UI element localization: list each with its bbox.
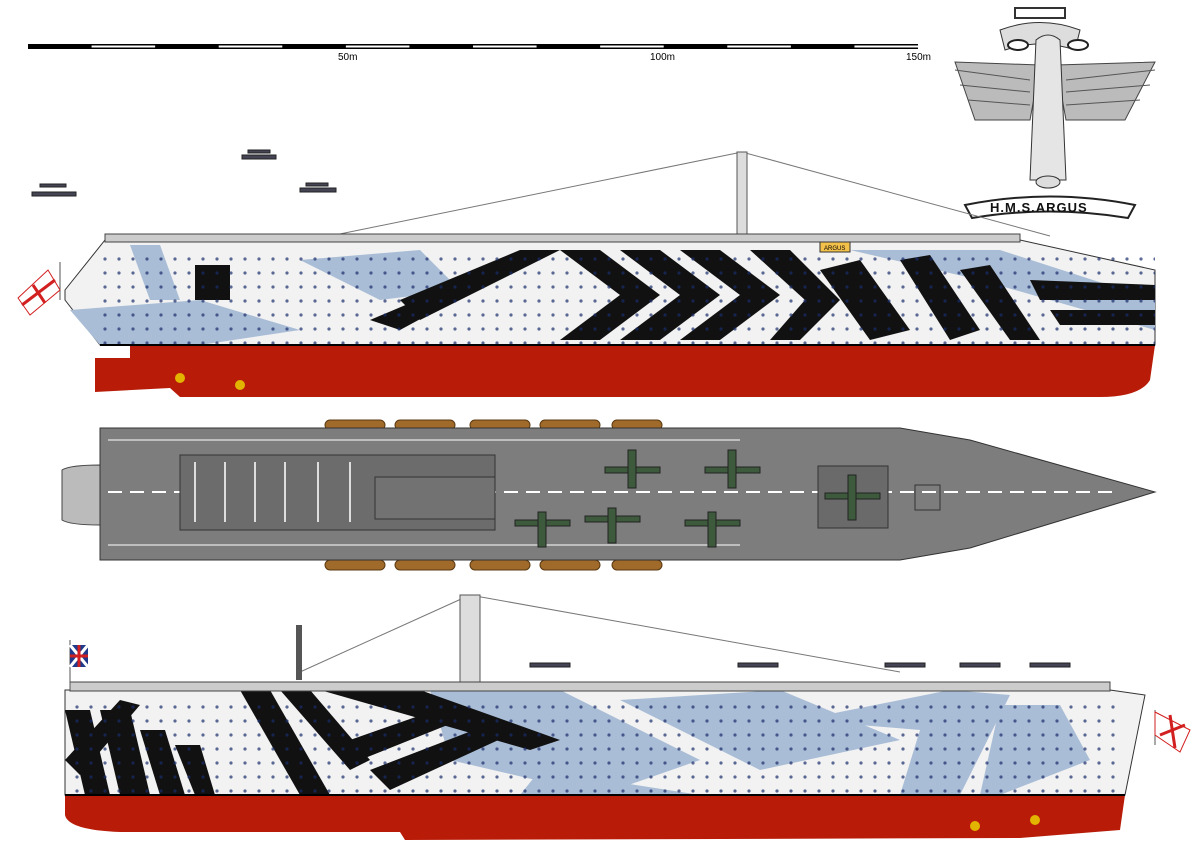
- scale-bar-segment: [345, 45, 410, 48]
- scale-bar-segment: [473, 45, 537, 48]
- scale-label-50m: 50m: [338, 52, 357, 63]
- white-ensign-flag-stern: [1154, 710, 1191, 753]
- aircraft-in-flight: [31, 149, 337, 197]
- propellers: [970, 815, 1040, 831]
- badge-ribbon-text: H.M.S.ARGUS: [990, 200, 1088, 215]
- ship-badge-emblem: H.M.S.ARGUS: [954, 7, 1156, 220]
- white-ensign-flag: [17, 262, 61, 316]
- scale-bar-segment: [218, 45, 283, 48]
- propellers: [175, 373, 245, 390]
- scale-bar-segment: [91, 45, 156, 48]
- union-jack-flag: [68, 640, 90, 690]
- starboard-profile-view: ARGUS: [64, 151, 1156, 397]
- scale-bar-segment: [600, 45, 664, 48]
- scale-label-150m: 150m: [906, 52, 931, 63]
- scale-bar-segment: [854, 45, 918, 48]
- scale-bar: [28, 44, 918, 49]
- ship-name-sign: ARGUS: [824, 246, 845, 252]
- flight-deck-plan-view: [61, 419, 1157, 571]
- scale-label-100m: 100m: [650, 52, 675, 63]
- port-profile-view: [64, 594, 1146, 840]
- scale-bar-segment: [727, 45, 791, 48]
